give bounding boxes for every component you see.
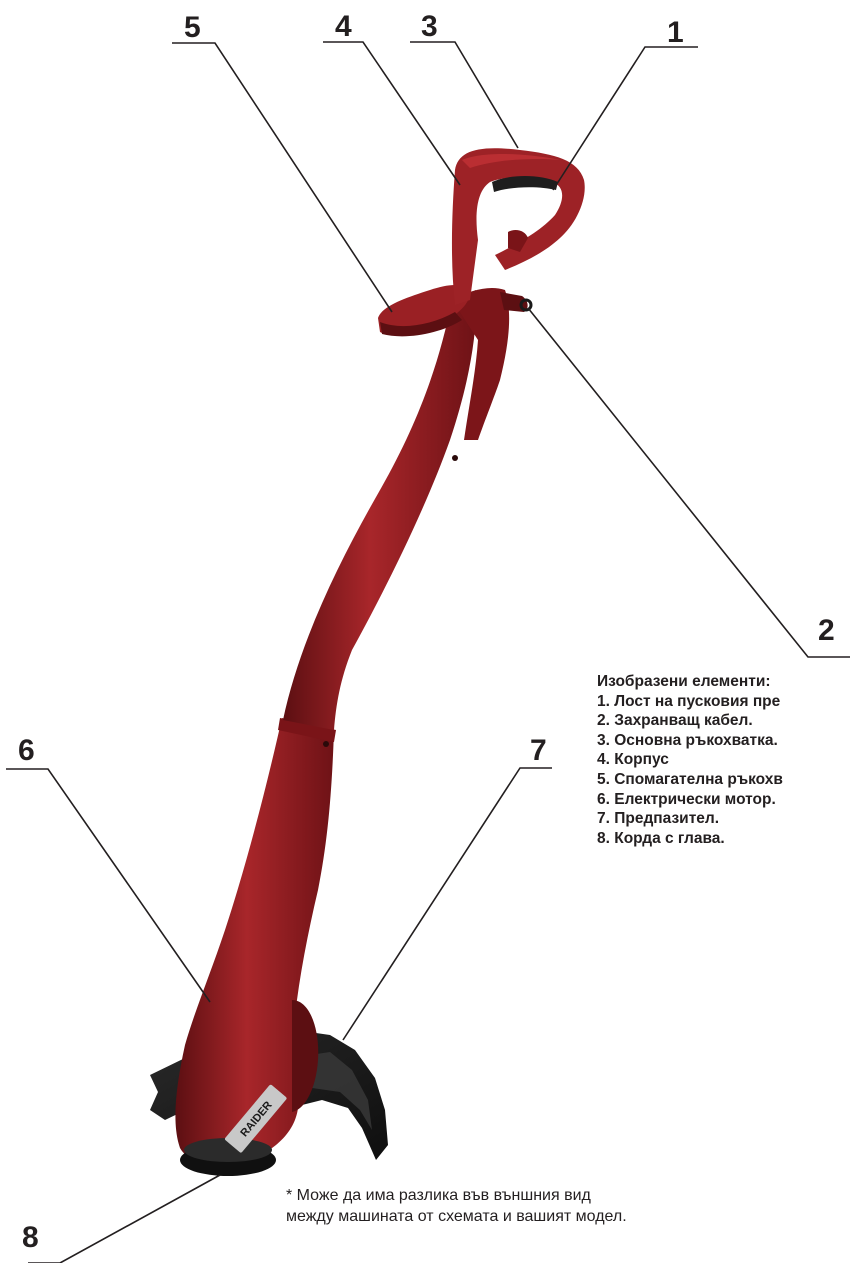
leader-8 [28, 1175, 220, 1263]
legend-item: 6. Електрически мотор. [597, 790, 850, 810]
legend: Изобразени елементи: 1. Лост на пусковия… [597, 672, 850, 848]
legend-item: 2. Захранващ кабел. [597, 711, 850, 731]
callout-6: 6 [18, 734, 35, 767]
legend-item: 8. Корда с глава. [597, 829, 850, 849]
legend-title: Изобразени елементи: [597, 672, 850, 692]
joint-screw [323, 741, 329, 747]
callout-3: 3 [421, 10, 438, 43]
callout-8: 8 [22, 1221, 39, 1254]
callout-5: 5 [184, 11, 201, 44]
leader-7 [343, 768, 552, 1040]
leader-3 [410, 42, 518, 148]
callout-4: 4 [335, 10, 352, 43]
leader-2 [528, 308, 850, 657]
legend-item: 7. Предпазител. [597, 809, 850, 829]
callout-numbers: 1 2 3 4 5 6 7 8 [18, 10, 835, 1254]
legend-item: 4. Корпус [597, 750, 850, 770]
callout-1: 1 [667, 16, 684, 49]
legend-item: 3. Основна ръкохватка. [597, 731, 850, 751]
upper-shaft [283, 290, 476, 730]
footnote-line-1: * Може да има разлика във външния вид [286, 1185, 826, 1206]
leader-lines [6, 42, 850, 1263]
footnote: * Може да има разлика във външния вид ме… [286, 1185, 826, 1227]
trimmer-illustration: RAIDER [150, 148, 585, 1176]
shaft-screw [452, 455, 458, 461]
leader-5 [172, 43, 392, 312]
callout-7: 7 [530, 734, 547, 767]
legend-item: 5. Спомагателна ръкохв [597, 770, 850, 790]
legend-item: 1. Лост на пусковия пре [597, 692, 850, 712]
leader-4 [323, 42, 460, 185]
footnote-line-2: между машината от схемата и вашият модел… [286, 1206, 826, 1227]
callout-2: 2 [818, 614, 835, 647]
leader-6 [6, 769, 210, 1002]
